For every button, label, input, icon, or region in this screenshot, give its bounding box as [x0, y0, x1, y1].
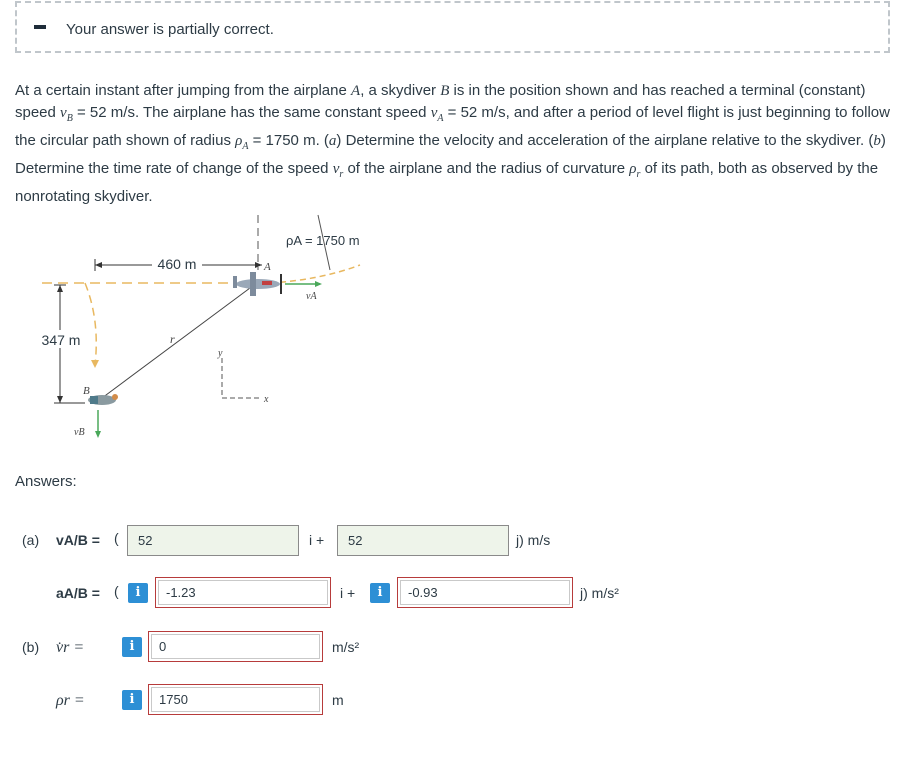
vr-dot-info-icon[interactable]: i	[122, 637, 142, 657]
vb-label: vB	[74, 427, 85, 438]
part-a-tag: (a)	[22, 532, 40, 548]
rho-r-info-icon[interactable]: i	[122, 690, 142, 710]
part-b-tag: (b)	[22, 639, 40, 655]
va-label: vA	[306, 291, 317, 302]
rho-r-unit: m	[332, 692, 344, 708]
rho-r-label: ρr =	[56, 692, 85, 709]
vr-dot-input[interactable]: 0	[148, 631, 323, 662]
rho-r-input[interactable]: 1750	[148, 684, 323, 715]
vab-open-paren: (	[114, 530, 119, 546]
vab-i-plus: i +	[309, 532, 325, 548]
aab-i-info-icon[interactable]: i	[128, 583, 148, 603]
vertical-distance-label: 347 m	[42, 332, 81, 348]
airplane-icon	[233, 272, 282, 296]
problem-statement: At a certain instant after jumping from …	[15, 82, 890, 205]
vab-label: vA/B =	[56, 532, 100, 548]
horizontal-distance-label: 460 m	[158, 256, 197, 272]
vab-unit: j) m/s	[516, 532, 551, 548]
vr-dot-label: v̇r =	[56, 639, 85, 656]
aab-open-paren: (	[114, 583, 119, 599]
skydiver-label: B	[83, 385, 90, 397]
feedback-banner: Your answer is partially correct.	[15, 1, 890, 53]
minus-icon	[34, 25, 46, 29]
aab-i-input[interactable]: -1.23	[155, 577, 331, 608]
x-axis-label: x	[263, 394, 269, 405]
aab-j-input[interactable]: -0.93	[397, 577, 573, 608]
aab-i-plus: i +	[340, 585, 356, 601]
vab-j-input[interactable]: 52	[337, 525, 509, 556]
y-axis-label: y	[217, 348, 223, 359]
vab-i-input[interactable]: 52	[127, 525, 299, 556]
feedback-message: Your answer is partially correct.	[66, 21, 274, 38]
aab-label: aA/B =	[56, 585, 100, 601]
answers-heading: Answers:	[15, 473, 77, 490]
vr-dot-unit: m/s²	[332, 639, 360, 655]
aab-unit: j) m/s²	[580, 585, 619, 601]
aab-j-info-icon[interactable]: i	[370, 583, 390, 603]
skydiver-icon	[88, 394, 118, 405]
problem-figure: 460 m 347 m r A vA ρA = 1750 m B vB y x	[35, 214, 361, 438]
airplane-label: A	[263, 261, 271, 273]
radius-label: ρA = 1750 m	[286, 233, 360, 248]
r-label: r	[170, 332, 175, 346]
